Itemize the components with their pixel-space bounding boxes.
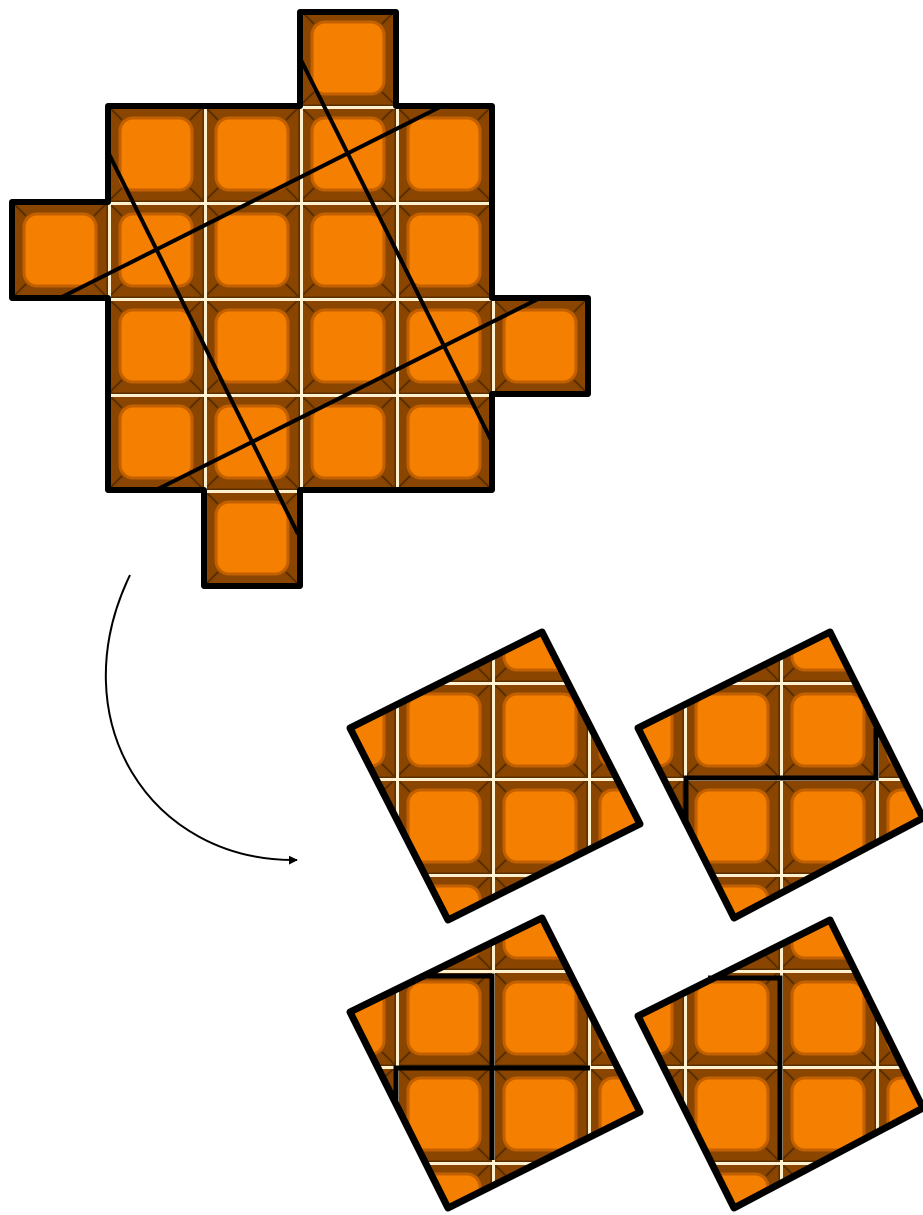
source-shape	[12, 12, 588, 586]
result-piece-2	[638, 632, 923, 918]
result-piece-4	[638, 920, 923, 1208]
result-piece-1	[350, 632, 640, 920]
result-piece-3	[350, 918, 640, 1208]
curved-arrow	[106, 575, 297, 860]
result-pieces	[350, 632, 923, 1208]
